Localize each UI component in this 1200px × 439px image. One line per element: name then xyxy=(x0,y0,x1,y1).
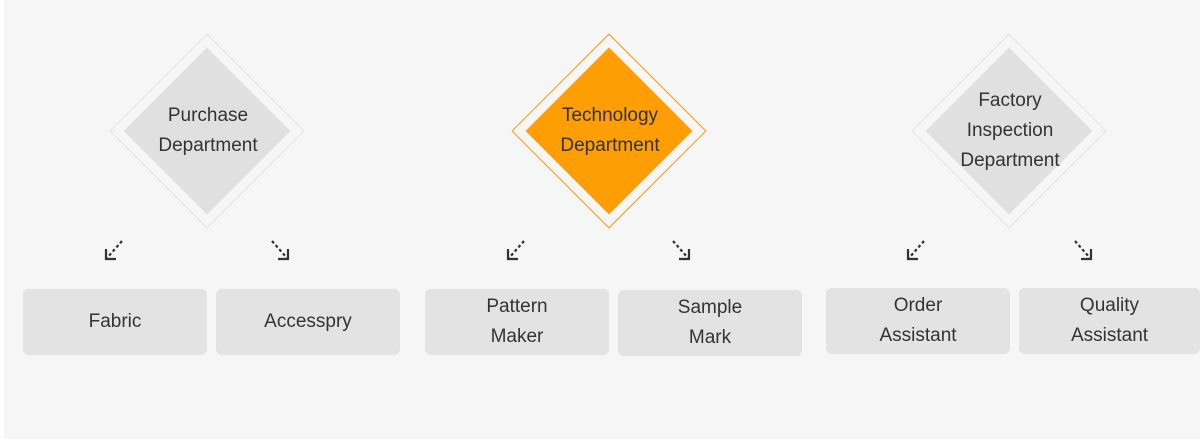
org-chart-canvas: Purchase Department Technology Departmen… xyxy=(4,0,1200,439)
role-box-order-assistant: Order Assistant xyxy=(826,288,1010,354)
role-box-fabric: Fabric xyxy=(23,289,207,355)
arrow-down-right-icon xyxy=(271,240,290,261)
department-node-factory-inspection: Factory Inspection Department xyxy=(905,0,1115,260)
department-label: Factory Inspection Department xyxy=(960,90,1060,171)
arrow-down-right-icon xyxy=(1074,240,1093,261)
department-node-purchase: Purchase Department xyxy=(103,0,313,260)
role-box-accesspry: Accesspry xyxy=(216,289,400,355)
department-node-technology: Technology Department xyxy=(505,0,715,260)
arrow-down-left-icon xyxy=(506,240,525,261)
arrow-down-right-icon xyxy=(672,240,691,261)
role-box-pattern-maker: Pattern Maker xyxy=(425,289,609,355)
department-label: Purchase Department xyxy=(158,105,258,156)
role-box-quality-assistant: Quality Assistant xyxy=(1019,288,1200,354)
arrow-down-left-icon xyxy=(906,240,925,261)
role-box-sample-mark: Sample Mark xyxy=(618,290,802,356)
arrow-down-left-icon xyxy=(104,240,123,261)
department-label: Technology Department xyxy=(560,105,660,156)
